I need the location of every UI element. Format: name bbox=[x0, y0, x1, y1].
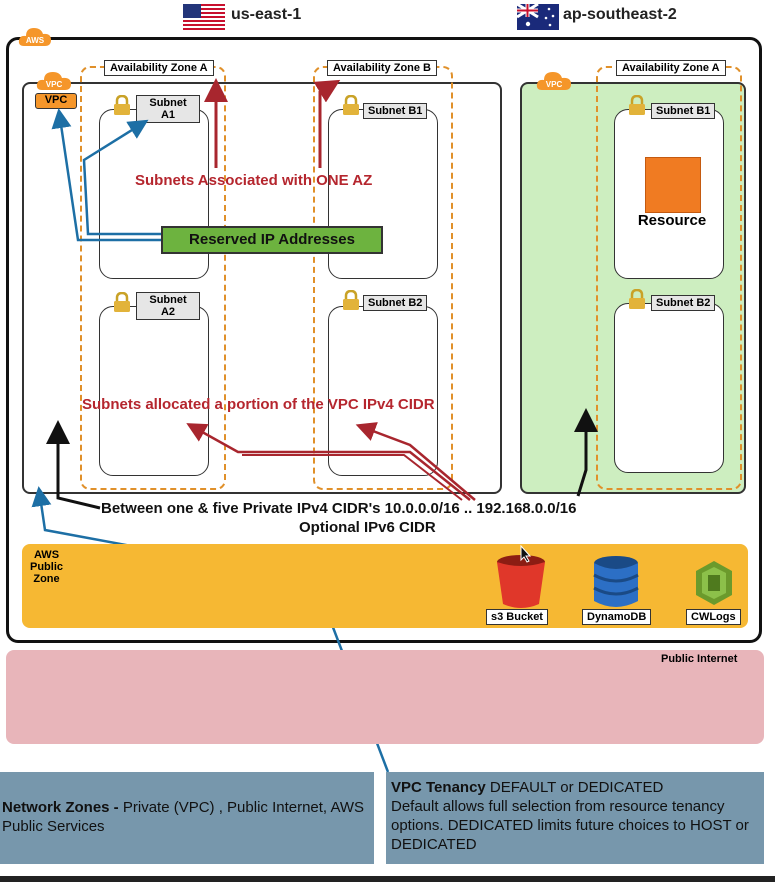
dynamodb-icon bbox=[593, 556, 639, 607]
availability-zone-a-label: Availability Zone A bbox=[104, 60, 214, 76]
subnet-b1-ap-label: Subnet B1 bbox=[651, 103, 716, 119]
s3-bucket-icon bbox=[497, 555, 545, 608]
reserved-ip-addresses-box: Reserved IP Addresses bbox=[161, 226, 383, 254]
lock-icon bbox=[343, 95, 359, 115]
subnet-b2-label: Subnet B2 bbox=[363, 295, 428, 311]
subnet-a1-label: Subnet A1 bbox=[136, 95, 200, 123]
cloudwatch-logs-icon bbox=[696, 561, 732, 605]
aws-badge-label: AWS bbox=[26, 36, 45, 45]
cidr-description: Between one & five Private IPv4 CIDR's 1… bbox=[101, 500, 577, 517]
network-zones-panel: Network Zones - Private (VPC) , Public I… bbox=[0, 772, 374, 864]
subnet-a2 bbox=[99, 306, 209, 476]
vpc-tenancy-title: VPC Tenancy bbox=[391, 779, 486, 796]
bottom-bar bbox=[0, 876, 775, 882]
vpc-cloud-icon: VPC bbox=[36, 72, 71, 90]
subnet-a2-label: Subnet A2 bbox=[136, 292, 200, 320]
australia-flag-icon bbox=[517, 4, 559, 30]
availability-zone-a-ap-label: Availability Zone A bbox=[616, 60, 726, 76]
aws-cloud-icon: AWS bbox=[18, 28, 51, 46]
lock-icon bbox=[343, 290, 359, 310]
lock-icon bbox=[629, 95, 645, 115]
annotation-subnets-portion: Subnets allocated a portion of the VPC I… bbox=[82, 396, 435, 413]
subnet-b2-ap bbox=[614, 303, 724, 473]
lock-icon bbox=[629, 289, 645, 309]
lock-icon bbox=[114, 292, 130, 312]
ipv6-description: Optional IPv6 CIDR bbox=[299, 519, 436, 536]
lock-icon bbox=[114, 95, 130, 115]
vpc-cloud-icon: VPC bbox=[536, 72, 571, 90]
vpc-tenancy-title-suffix: DEFAULT or DEDICATED bbox=[485, 779, 664, 796]
vpc-cloud-label: VPC bbox=[46, 80, 63, 89]
region-us-east-1: us-east-1 bbox=[231, 6, 302, 23]
subnet-b1-label: Subnet B1 bbox=[363, 103, 428, 119]
us-flag-icon bbox=[183, 4, 225, 30]
vpc-tag: VPC bbox=[35, 93, 77, 109]
public-internet-label: Public Internet bbox=[661, 653, 738, 665]
vpc-tenancy-body: Default allows full selection from resou… bbox=[391, 798, 749, 853]
aws-public-zone-label: AWS Public Zone bbox=[30, 549, 64, 585]
resource-icon bbox=[645, 157, 701, 213]
s3-bucket-label: s3 Bucket bbox=[486, 609, 548, 625]
public-internet-zone bbox=[6, 650, 764, 744]
cwlogs-label: CWLogs bbox=[686, 609, 741, 625]
network-zones-body: Private (VPC) , Public Internet, AWS Pub… bbox=[2, 799, 365, 835]
annotation-subnets-one-az: Subnets Associated with ONE AZ bbox=[135, 172, 373, 189]
vpc-tenancy-panel: VPC Tenancy DEFAULT or DEDICATED Default… bbox=[386, 772, 764, 864]
dynamodb-label: DynamoDB bbox=[582, 609, 652, 625]
region-ap-southeast-2: ap-southeast-2 bbox=[563, 6, 677, 23]
availability-zone-b-label: Availability Zone B bbox=[327, 60, 438, 76]
subnet-b2-ap-label: Subnet B2 bbox=[651, 295, 716, 311]
subnet-b2 bbox=[328, 306, 438, 476]
resource-label: Resource bbox=[637, 212, 707, 229]
vpc-cloud-label: VPC bbox=[546, 80, 563, 89]
mouse-cursor-icon bbox=[520, 545, 532, 563]
network-zones-title: Network Zones - bbox=[2, 799, 123, 816]
